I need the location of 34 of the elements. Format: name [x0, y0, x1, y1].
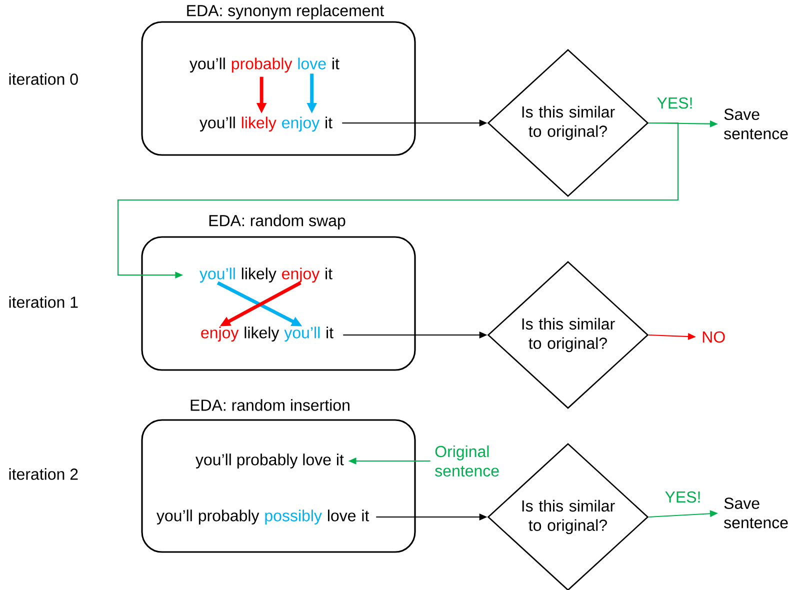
- edge-label: YES!: [663, 490, 703, 504]
- row-label: iteration 1: [9, 296, 78, 308]
- sentence-text: you’ll probably love it: [196, 454, 344, 469]
- word: you’ll: [200, 268, 235, 283]
- word: it: [362, 510, 370, 522]
- word: it: [332, 58, 340, 70]
- text-label: Original sentence: [435, 445, 499, 477]
- word: likely: [244, 326, 280, 342]
- node-label: EDA: synonym replacement: [187, 4, 384, 20]
- word: you’ll: [284, 326, 320, 342]
- word: likely: [242, 268, 276, 283]
- word: enjoy: [282, 268, 320, 283]
- word: you’ll: [156, 510, 192, 525]
- word: enjoy: [282, 116, 320, 132]
- word: love: [298, 58, 326, 70]
- edge-label: YES!: [655, 96, 695, 110]
- row-label: iteration 0: [9, 73, 78, 85]
- word: it: [326, 326, 334, 338]
- word: it: [326, 268, 332, 280]
- word: possibly: [265, 510, 322, 525]
- text-label: Save sentence: [724, 498, 788, 528]
- node-label: EDA: random insertion: [190, 399, 350, 411]
- word: enjoy: [201, 326, 239, 342]
- word: it: [326, 116, 332, 128]
- word: probably: [232, 58, 292, 73]
- word: probably: [198, 510, 260, 525]
- word: you’ll: [190, 58, 225, 73]
- node-label: EDA: random swap: [209, 214, 346, 230]
- word: likely: [242, 116, 276, 132]
- text-label: Save sentence: [724, 108, 788, 140]
- row-label: iteration 2: [9, 468, 78, 480]
- text-label: NO: [702, 331, 725, 343]
- word: love: [328, 510, 356, 522]
- word: you’ll: [200, 116, 235, 132]
